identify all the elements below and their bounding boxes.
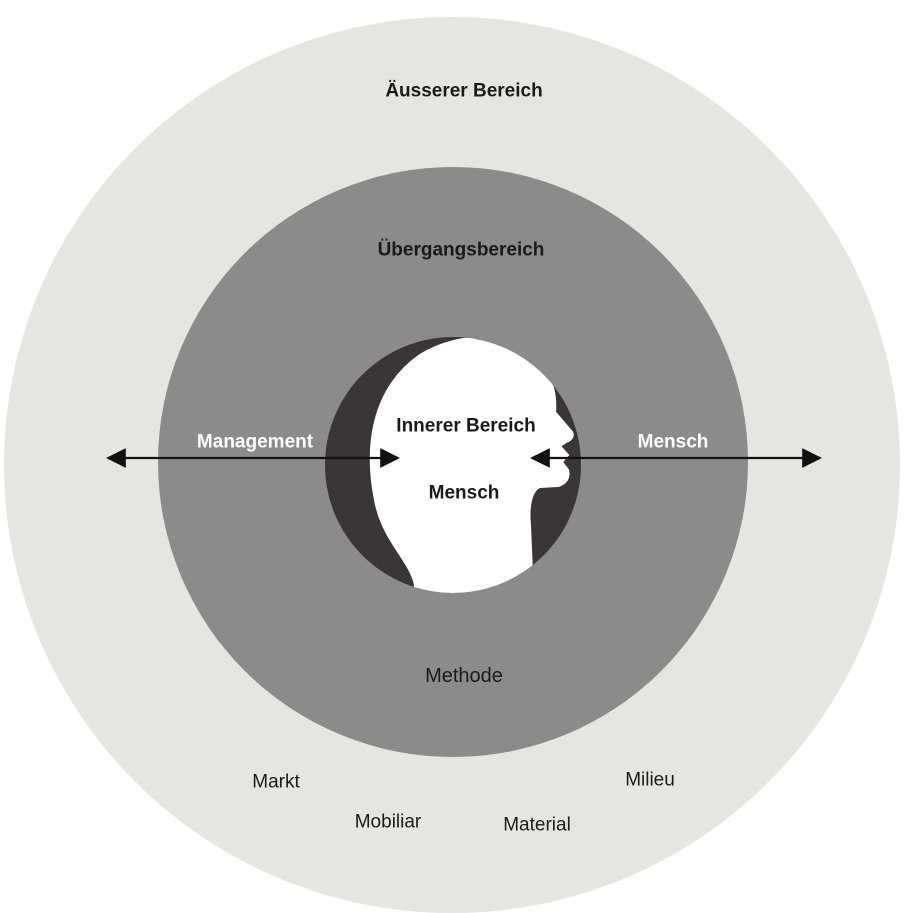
mensch-arrow-label: Mensch	[637, 431, 709, 453]
outer-item-mobiliar: Mobiliar	[354, 811, 422, 833]
outer-item-milieu: Milieu	[625, 769, 675, 791]
management-label: Management	[196, 431, 314, 453]
transition-zone-label: Übergangsbereich	[377, 239, 545, 261]
outer-item-material: Material	[503, 814, 571, 836]
method-label: Methode	[425, 665, 503, 687]
inner-zone-sublabel: Mensch	[428, 482, 500, 504]
outer-item-markt: Markt	[252, 771, 300, 793]
inner-zone-label: Innerer Bereich	[396, 415, 536, 437]
outer-zone-label: Äusserer Bereich	[385, 80, 543, 102]
